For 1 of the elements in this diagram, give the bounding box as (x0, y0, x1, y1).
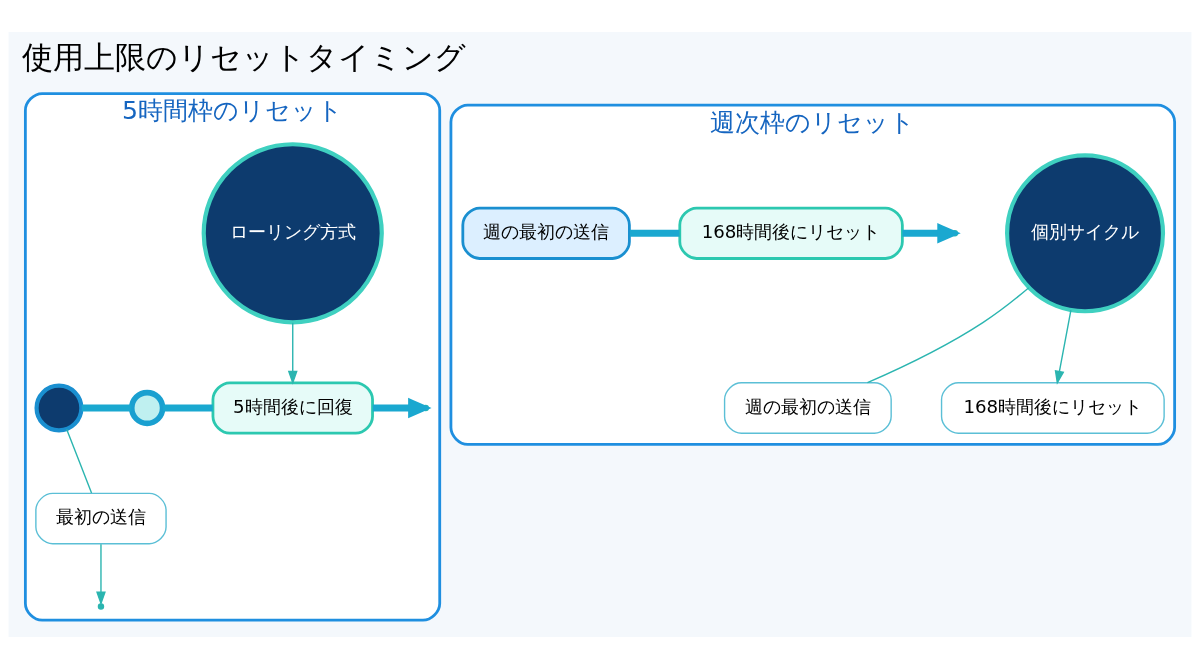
diagram-title: 使用上限のリセットタイミング (22, 38, 467, 75)
